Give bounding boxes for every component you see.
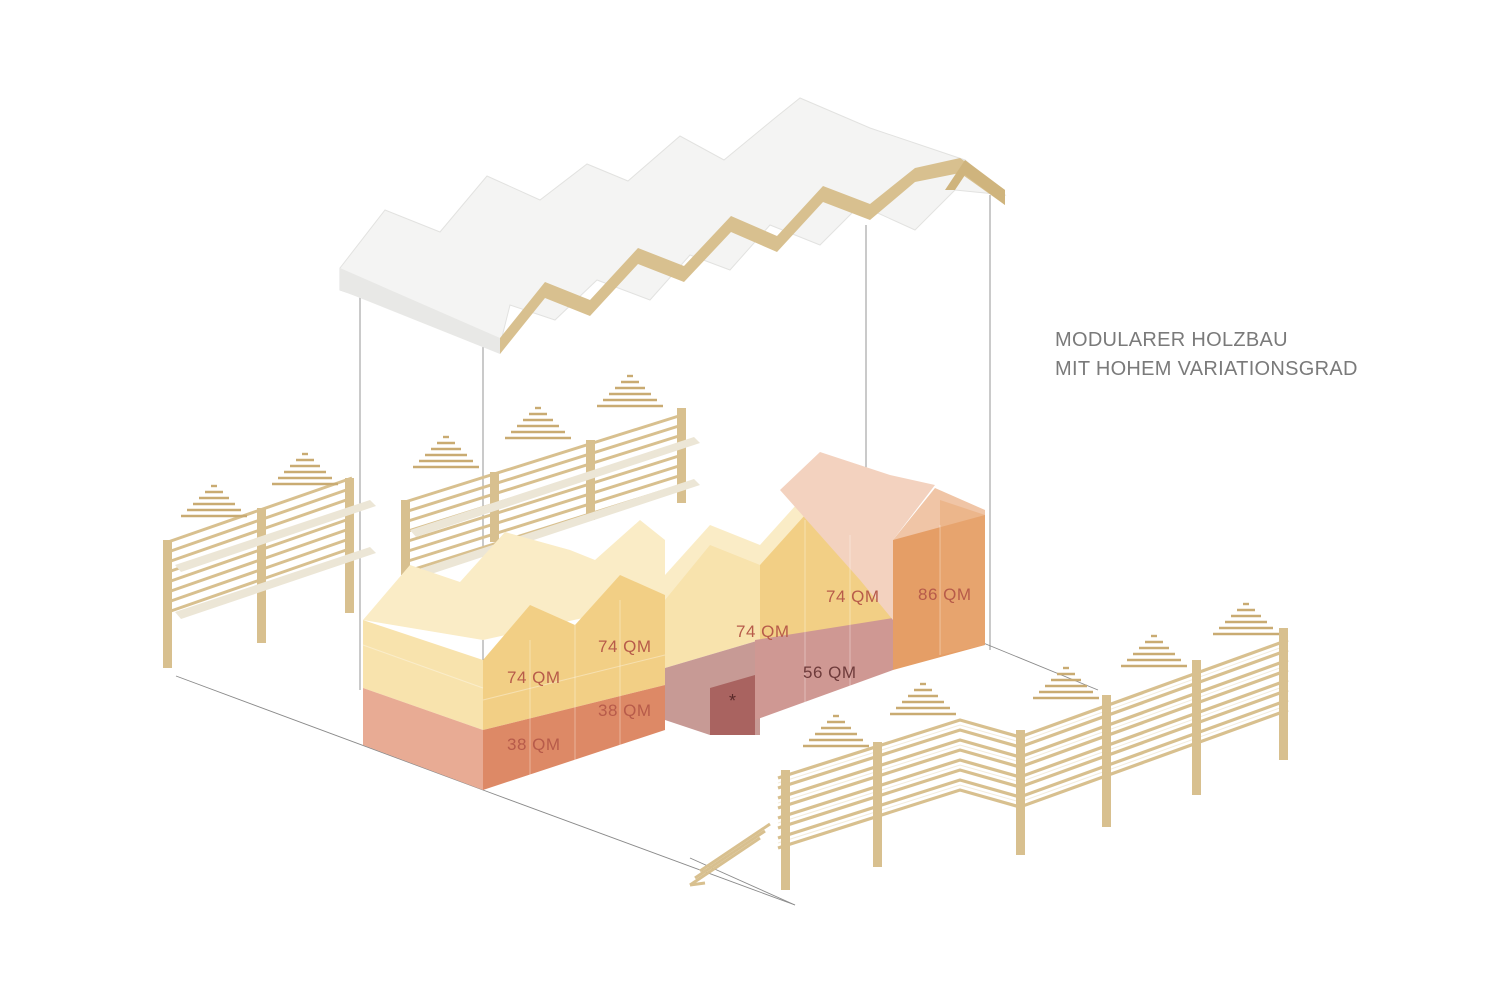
- middle-group-dark-cell: [710, 675, 755, 735]
- left-group-side-yellow: [363, 620, 483, 730]
- roof-top-surface: [339, 97, 1007, 346]
- module-label-38-a: 38 QM: [507, 735, 561, 754]
- module-label-74-c: 74 QM: [736, 622, 790, 641]
- module-label-74-b: 74 QM: [598, 637, 652, 656]
- middle-group-side-yellow: [665, 545, 760, 668]
- back-shelf-fence: [401, 374, 700, 579]
- left-group-front-yellow: [483, 575, 665, 730]
- left-group-side-salmon: [363, 688, 483, 790]
- middle-group-front-rose: [755, 618, 893, 720]
- tall-block-side: [940, 500, 985, 655]
- roof-end-face: [340, 268, 500, 354]
- caption-line-1: MODULARER HOLZBAU: [1055, 329, 1288, 351]
- module-label-86: 86 QM: [918, 585, 972, 604]
- left-group-front-salmon: [483, 685, 665, 790]
- left-shelf-fence: [163, 452, 376, 668]
- caption-line-2: MIT HOHEM VARIATIONSGRAD: [1055, 358, 1358, 380]
- projection-lines: [175, 195, 1099, 906]
- tall-block-back: [780, 452, 935, 620]
- module-label-56: 56 QM: [803, 663, 857, 682]
- diagram-caption: MODULARER HOLZBAU MIT HOHEM VARIATIONSGR…: [1055, 326, 1358, 384]
- roof-gable-end: [945, 160, 1005, 205]
- building-modules: 74 QM 74 QM 74 QM 74 QM 38 QM 38 QM 86 Q…: [362, 452, 985, 790]
- sawtooth-roof: [339, 97, 1007, 354]
- module-label-74-d: 74 QM: [826, 587, 880, 606]
- roof-front-edge: [500, 158, 1005, 354]
- module-label-38-b: 38 QM: [598, 701, 652, 720]
- module-label-74-a: 74 QM: [507, 668, 561, 687]
- module-marker-star: *: [729, 691, 736, 711]
- front-fence: [689, 602, 1289, 890]
